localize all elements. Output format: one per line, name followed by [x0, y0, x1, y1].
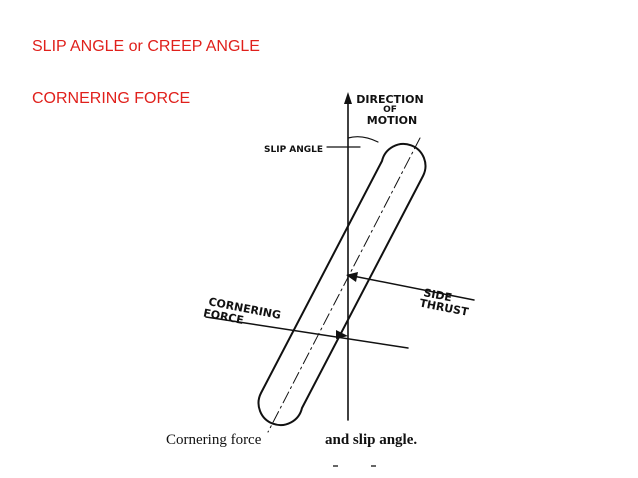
slip-angle-arc [347, 136, 379, 143]
tyre-centerline [267, 137, 421, 433]
cornering-force-heading: CORNERING FORCE [32, 90, 191, 107]
caption-cornering-force: Cornering force [166, 432, 262, 448]
direction-label-line-2: OF [383, 105, 397, 115]
side-thrust-label-line-1: SIDE [422, 286, 453, 304]
cornering-force-arrowhead [336, 330, 348, 339]
direction-arrowhead [344, 92, 352, 104]
direction-label-line-3: MOTION [367, 114, 417, 127]
direction-label-line-1: DIRECTION [356, 93, 423, 106]
side-thrust-line [347, 274, 475, 301]
caption-slip-angle: and slip angle. [325, 432, 417, 448]
cornering-force-line [205, 316, 409, 349]
tyre-outline [257, 142, 427, 427]
slip-angle-heading: SLIP ANGLE or CREEP ANGLE [32, 38, 260, 55]
side-thrust-arrowhead [346, 272, 358, 282]
slip-angle-label: SLIP ANGLE [264, 145, 323, 155]
